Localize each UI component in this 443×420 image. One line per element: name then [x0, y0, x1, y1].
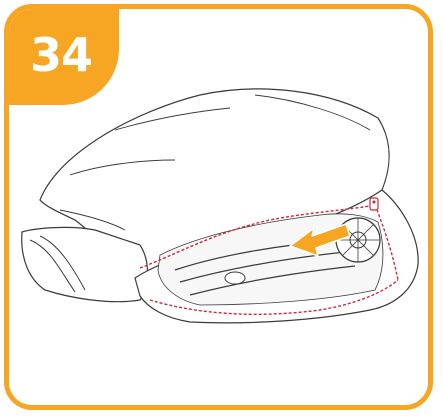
canopy-fold-line: [69, 159, 176, 176]
zipper-line: [149, 279, 399, 316]
zipper-line: [139, 204, 376, 269]
handle-strap: [29, 239, 76, 293]
direction-arrow-icon: [289, 223, 351, 257]
canopy-fold-line: [59, 209, 126, 231]
zipper-icon: [369, 197, 379, 211]
step-number: 34: [29, 28, 93, 82]
canopy-fold-line: [254, 94, 371, 131]
canopy-fold-line: [114, 107, 231, 131]
zipper-line: [374, 204, 399, 281]
step-badge: 34: [9, 9, 119, 105]
wheel-spokes: [336, 218, 380, 262]
handle-bundle: [21, 226, 149, 303]
frame-hinge: [224, 271, 246, 285]
frame-tube: [189, 265, 356, 296]
frame-tube: [179, 251, 346, 283]
handle-strap: [39, 235, 86, 291]
